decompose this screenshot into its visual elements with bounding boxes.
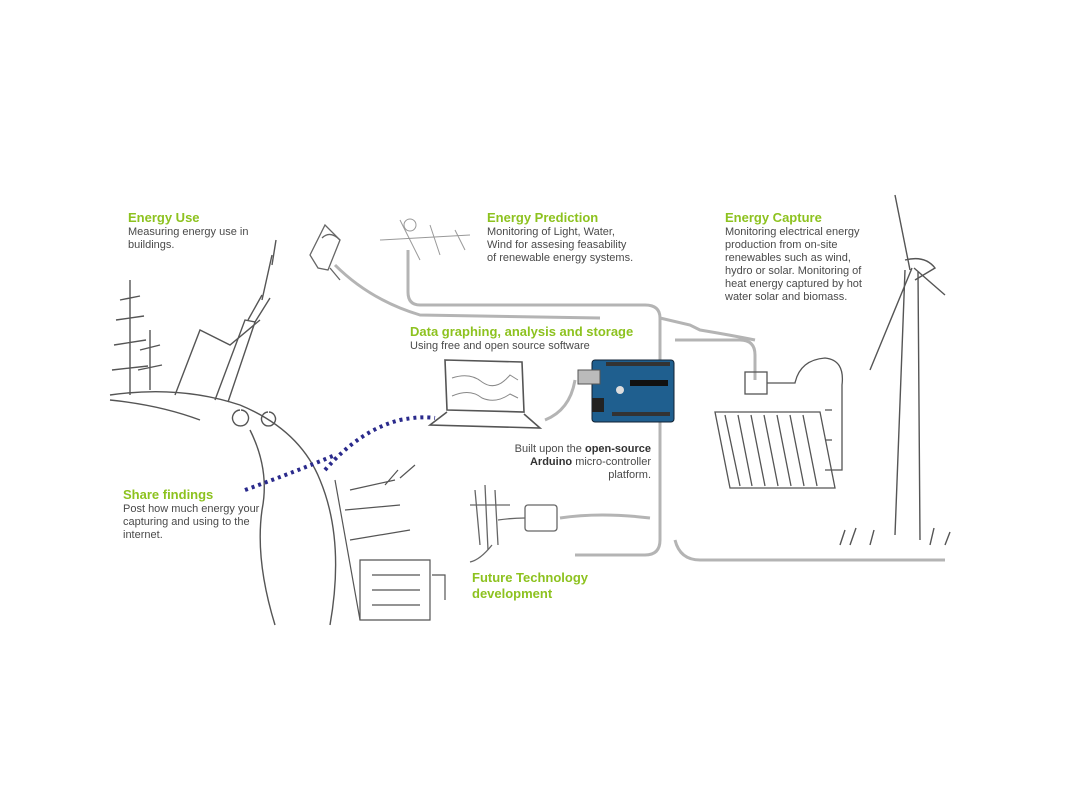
- data-graphing-title: Data graphing, analysis and storage: [410, 324, 634, 339]
- energy-prediction-block: Energy Prediction Monitoring of Light, W…: [487, 210, 687, 265]
- energy-use-description: Measuring energy use in buildings.: [128, 226, 249, 251]
- share-findings-block: Share findings Post how much energy your…: [123, 487, 293, 542]
- future-tech-title: Future Technology development: [472, 570, 589, 601]
- energy-prediction-title: Energy Prediction: [487, 210, 599, 225]
- data-cables: [333, 250, 945, 562]
- energy-capture-description: Monitoring electrical energy production …: [725, 226, 862, 303]
- weather-station-sketch: [379, 218, 471, 261]
- arduino-note: Built upon the open-source Arduino micro…: [490, 443, 651, 482]
- hydro-turbine-sketch: [469, 484, 558, 563]
- wind-turbine-sketch: [839, 194, 951, 546]
- energy-capture-title: Energy Capture: [725, 210, 822, 225]
- arduino-note-mid: micro-controller: [572, 456, 651, 468]
- energy-capture-block: Energy Capture Monitoring electrical ene…: [725, 210, 925, 304]
- wireless-signal: [244, 415, 436, 492]
- solar-collector-sketch: [714, 357, 844, 489]
- arduino-board: [577, 359, 675, 423]
- laptop-sketch: [427, 359, 543, 429]
- share-findings-title: Share findings: [123, 487, 214, 502]
- data-graphing-description: Using free and open source software: [410, 340, 590, 352]
- future-tech-block: Future Technology development: [472, 570, 642, 602]
- wind-spinner-sketch: [309, 223, 341, 281]
- arduino-note-suffix: platform.: [608, 469, 651, 481]
- arduino-note-open-source: open-source: [584, 443, 651, 455]
- energy-use-title: Energy Use: [128, 210, 200, 225]
- energy-use-block: Energy Use Measuring energy use in build…: [128, 210, 308, 252]
- forest-sketch: [334, 464, 446, 621]
- share-findings-description: Post how much energy your capturing and …: [123, 503, 260, 541]
- energy-prediction-description: Monitoring of Light, Water, Wind for ass…: [487, 226, 634, 264]
- arduino-note-prefix: Built upon the: [514, 443, 585, 455]
- hill-sketch: [109, 239, 337, 626]
- data-graphing-block: Data graphing, analysis and storage Usin…: [410, 324, 670, 353]
- arduino-note-arduino: Arduino: [529, 456, 573, 468]
